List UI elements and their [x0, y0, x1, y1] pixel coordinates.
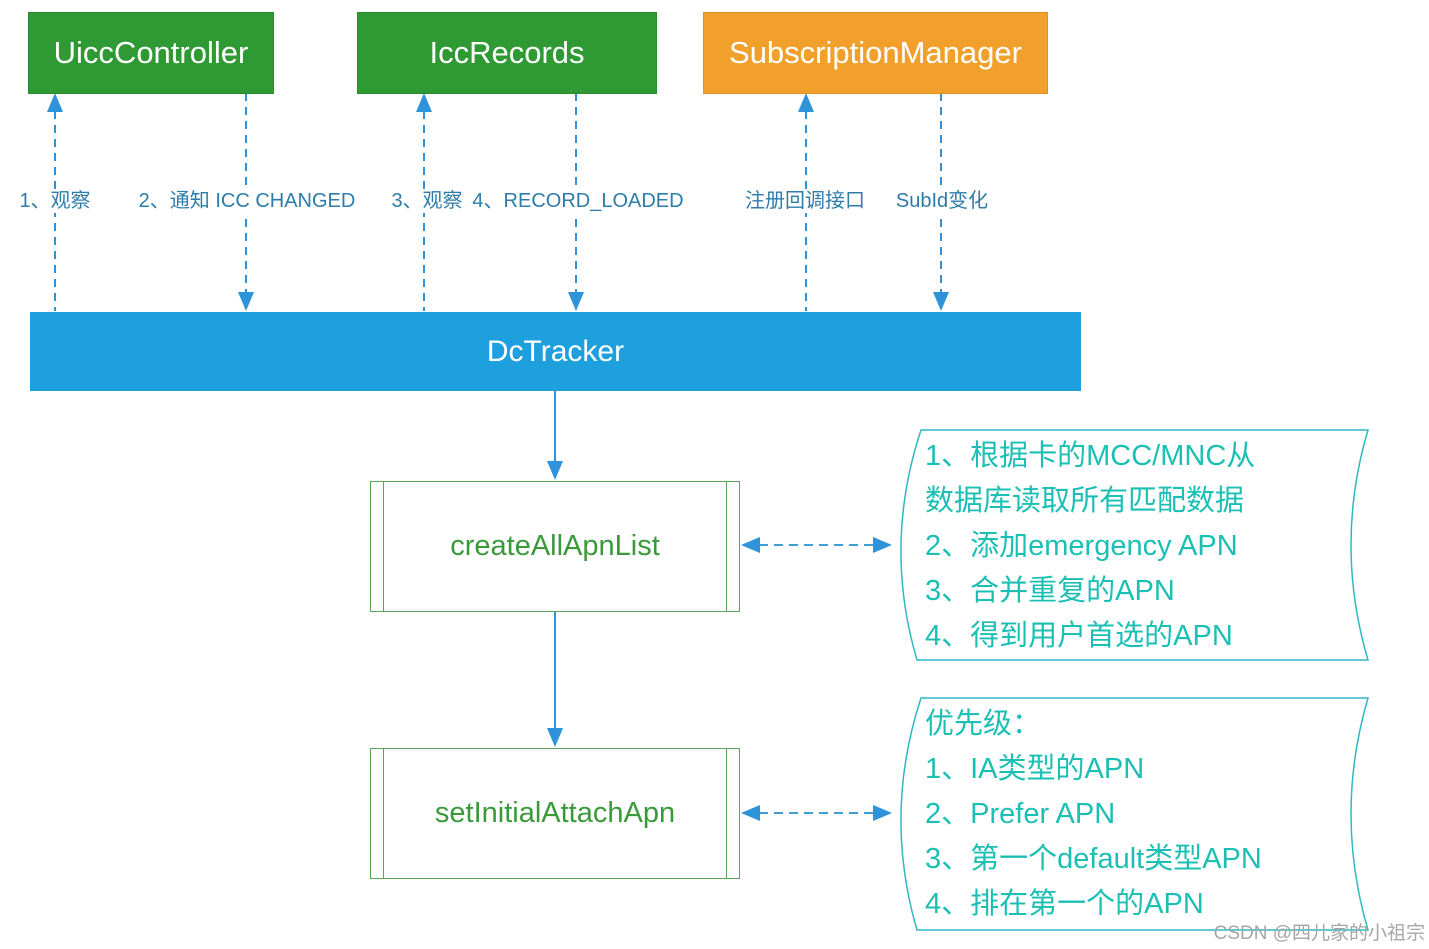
edge-label-icc-changed: 2、通知 ICC CHANGED — [134, 189, 360, 213]
dashed-double-arrow-setinitialattachapn — [741, 805, 892, 821]
arrowhead-down-icon — [547, 461, 563, 480]
edge-label-subid-change: SubId变化 — [891, 189, 993, 213]
arrowhead-left-icon — [741, 805, 760, 821]
arrowhead-down-icon — [568, 292, 584, 311]
annotation-line: 2、Prefer APN — [925, 798, 1116, 830]
dashed-double-arrow-createallapnlist — [741, 537, 892, 553]
box-setinitialattachapn: setInitialAttachApn — [370, 748, 740, 879]
annotation-line: 3、第一个default类型APN — [925, 843, 1262, 875]
box-uicccontroller: UiccController — [28, 12, 274, 94]
process-side-bar — [383, 482, 384, 611]
arrowhead-down-icon — [933, 292, 949, 311]
solid-arrow-createallapnlist-to-setinitialattachapn — [547, 610, 563, 747]
box-createallapnlist: createAllApnList — [370, 481, 740, 612]
arrowhead-up-icon — [47, 93, 63, 112]
annotation-line: 3、合并重复的APN — [925, 575, 1175, 607]
annotation-line: 数据库读取所有匹配数据 — [925, 485, 1245, 517]
annotation-setinitialattachapn-text: 优先级： 1、IA类型的APN 2、Prefer APN 3、第一个defaul… — [925, 702, 1355, 927]
annotation-createallapnlist-text: 1、根据卡的MCC/MNC从 数据库读取所有匹配数据 2、添加emergency… — [925, 434, 1355, 659]
annotation-line: 4、得到用户首选的APN — [925, 620, 1233, 652]
box-iccrecords: IccRecords — [357, 12, 657, 94]
process-side-bar — [383, 749, 384, 878]
arrowhead-up-icon — [416, 93, 432, 112]
annotation-line: 1、IA类型的APN — [925, 753, 1145, 785]
annotation-shape-createallapnlist — [900, 429, 1370, 661]
arrowhead-left-icon — [741, 537, 760, 553]
annotation-shape-setinitialattachapn — [900, 697, 1370, 931]
arrowhead-down-icon — [547, 728, 563, 747]
edge-label-register-callback: 注册回调接口 — [741, 189, 869, 213]
arrowhead-right-icon — [873, 805, 892, 821]
watermark: CSDN @四儿家的小祖宗 — [1213, 923, 1425, 944]
edge-label-observe-1: 1、观察 — [15, 189, 95, 213]
edge-label-observe-3: 3、观察 — [387, 189, 467, 213]
arrowhead-down-icon — [238, 292, 254, 311]
process-label: createAllApnList — [450, 530, 660, 562]
box-subscriptionmanager: SubscriptionManager — [703, 12, 1048, 94]
process-label: setInitialAttachApn — [434, 797, 676, 829]
bar-dctracker: DcTracker — [30, 312, 1081, 391]
arrowhead-up-icon — [798, 93, 814, 112]
process-side-bar — [726, 482, 727, 611]
annotation-line: 2、添加emergency APN — [925, 530, 1238, 562]
arrowhead-right-icon — [873, 537, 892, 553]
annotation-line: 1、根据卡的MCC/MNC从 — [925, 440, 1256, 472]
annotation-line: 4、排在第一个的APN — [925, 888, 1204, 920]
solid-arrow-tracker-to-createallapnlist — [547, 391, 563, 480]
process-side-bar — [726, 749, 727, 878]
annotation-line: 优先级： — [925, 708, 1042, 740]
edge-label-record-loaded: 4、RECORD_LOADED — [468, 189, 688, 213]
